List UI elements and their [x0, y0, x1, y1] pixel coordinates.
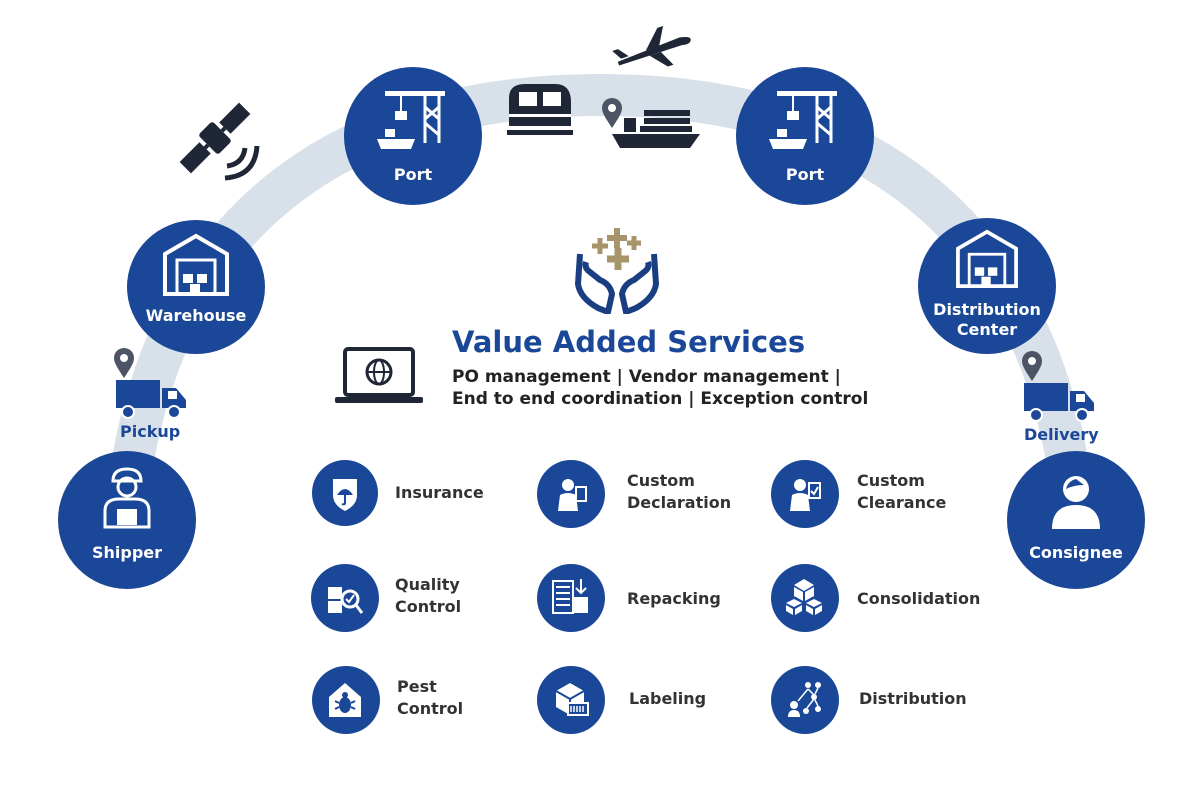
shipper-label: Shipper: [91, 543, 163, 562]
vas-title: Value Added Services: [452, 325, 806, 359]
service-label: Repacking: [627, 589, 721, 608]
stacked-boxes-icon: [771, 564, 839, 632]
truck-icon: [1024, 383, 1094, 422]
service-label: Labeling: [629, 689, 707, 708]
shipper-node: Shipper: [58, 451, 196, 589]
customs-clearance-icon: [771, 460, 839, 528]
port-crane-icon: [769, 91, 837, 149]
service-label: Custom Clearance: [857, 471, 947, 512]
quality-inspection-icon: [311, 564, 379, 632]
network-person-icon: [771, 666, 839, 734]
consignee-node: Consignee: [1007, 451, 1145, 589]
delivery-label: Delivery: [1024, 425, 1099, 444]
warehouse-icon: [163, 233, 229, 296]
checklist-box-icon: [537, 564, 605, 632]
service-label: Consolidation: [857, 589, 981, 608]
hands-care-icon: [574, 228, 660, 314]
barcode-box-icon: [537, 666, 605, 734]
service-label: Distribution: [859, 689, 967, 708]
delivery-person-icon: [103, 467, 151, 529]
distribution-center-label: Distribution Center: [933, 300, 1041, 339]
service-label: Insurance: [395, 483, 484, 502]
warehouse-icon: [956, 229, 1018, 288]
cargo-ship-icon: [612, 110, 700, 148]
pickup-label: Pickup: [120, 422, 181, 441]
port-left-label: Port: [393, 165, 433, 184]
service-label: Custom Declaration: [627, 471, 732, 512]
distribution-center-node: Distribution Center: [918, 218, 1056, 354]
person-icon: [1052, 476, 1100, 529]
service-label: Pest Control: [397, 677, 464, 718]
train-icon: [507, 84, 573, 135]
map-pin-icon: [114, 348, 134, 378]
port-crane-icon: [377, 91, 445, 149]
customs-officer-icon: [537, 460, 605, 528]
warehouse-label: Warehouse: [145, 306, 247, 325]
bug-house-icon: [312, 666, 380, 734]
consignee-label: Consignee: [1029, 543, 1123, 562]
satellite-icon: [179, 102, 260, 181]
airplane-icon: [612, 26, 691, 67]
vas-line-2: End to end coordination | Exception cont…: [452, 389, 869, 409]
port-right-label: Port: [785, 165, 825, 184]
umbrella-shield-icon: [312, 460, 378, 526]
map-pin-icon: [602, 98, 622, 128]
warehouse-node: Warehouse: [127, 220, 265, 354]
laptop-globe-icon: [335, 347, 423, 403]
port-right-node: Port: [736, 67, 874, 205]
map-pin-icon: [1022, 351, 1042, 381]
service-label: Quality Control: [395, 575, 462, 616]
port-left-node: Port: [344, 67, 482, 205]
truck-icon: [116, 380, 186, 419]
vas-line-1: PO management | Vendor management |: [452, 367, 841, 387]
